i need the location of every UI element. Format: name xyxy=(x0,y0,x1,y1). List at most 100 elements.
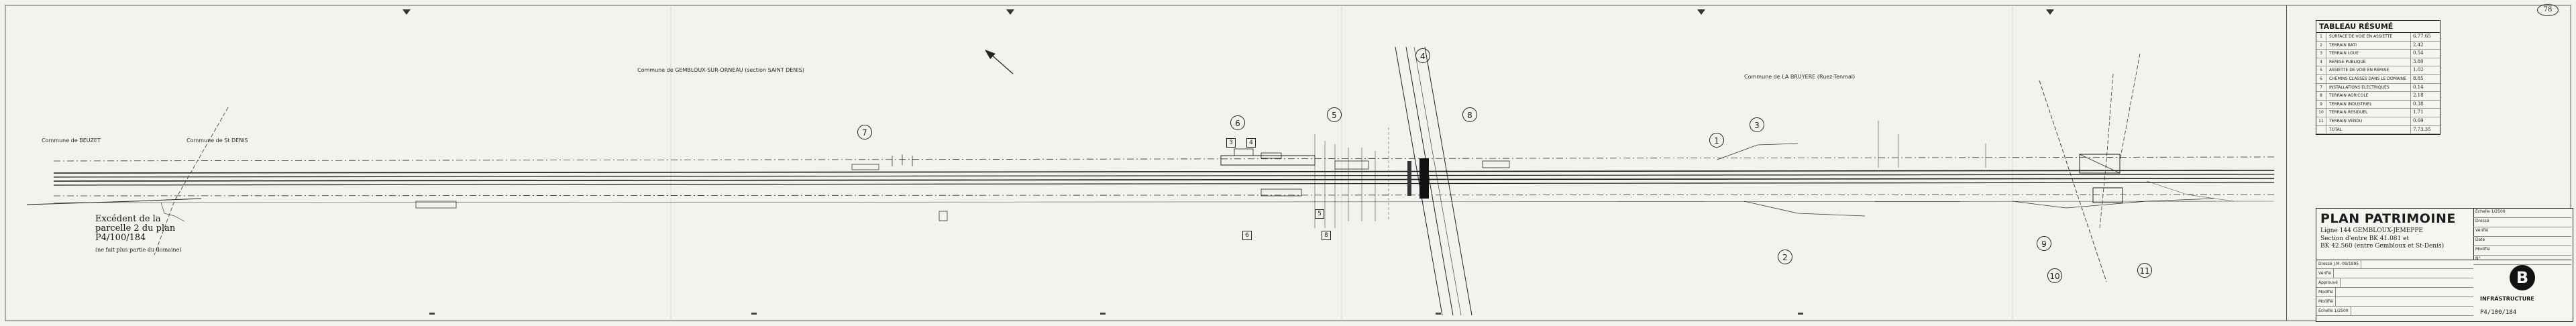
summary-cell-n: 11 xyxy=(2316,117,2326,125)
summary-cell-name: TERRAIN RESIDUEL xyxy=(2329,110,2368,115)
summary-cell-n: 5 xyxy=(2316,66,2326,74)
summary-row: TOTAL 7.73.35 xyxy=(2316,125,2440,135)
summary-cell-n: 1 xyxy=(2316,33,2326,41)
summary-cell-name: REMISE PUBLIQUE xyxy=(2329,59,2366,64)
title-block-main: PLAN PATRIMOINE Ligne 144 GEMBLOUX-JEMEP… xyxy=(2316,209,2474,260)
summary-cell-val: 7.73.35 xyxy=(2410,125,2440,134)
title-block-row-text: Vérifié xyxy=(2316,269,2334,278)
title-grid-cell: Vérifié xyxy=(2473,227,2571,237)
summary-cell-n: 9 xyxy=(2316,100,2326,109)
plan-line-label: Ligne xyxy=(2320,227,2338,234)
summary-cell-name: TERRAIN AGRICOLE xyxy=(2329,93,2369,99)
summary-cell-n: 6 xyxy=(2316,74,2326,83)
summary-cell-n: 8 xyxy=(2316,92,2326,100)
title-block-row-text: Approuvé xyxy=(2316,278,2341,287)
sheet-number: 78 xyxy=(2537,4,2559,16)
square-label-8: 8 xyxy=(1322,231,1331,240)
excedent-subnote: (ne fait plus partie du domaine) xyxy=(95,247,182,253)
summary-cell-val: 1.71 xyxy=(2410,109,2440,117)
summary-cell-name: CHEMINS CLASSES DANS LE DOMAINE xyxy=(2329,76,2407,81)
commune-la-bruyere-label: Commune de LA BRUYERE (Ruez-Tenmal) xyxy=(1744,74,1856,80)
square-label-4: 4 xyxy=(1246,138,1256,148)
title-block-row: Échelle 1/2500 xyxy=(2316,307,2473,316)
summary-cell-n: 10 xyxy=(2316,109,2326,117)
callout-1: 1 xyxy=(1709,133,1724,148)
infrabel-logo-block: B INFRASTRUCTURE P4/100/184 xyxy=(2475,262,2571,320)
summary-cell-name: TERRAIN BATI xyxy=(2329,42,2357,48)
title-block-row-text: Échelle 1/2500 xyxy=(2316,307,2351,315)
summary-cell-val: 3.80 xyxy=(2410,58,2440,66)
summary-cell-n xyxy=(2316,125,2326,134)
title-block-row: Approuvé xyxy=(2316,278,2473,288)
infrabel-logo-icon: B xyxy=(2510,265,2535,290)
title-block-row: Vérifié xyxy=(2316,269,2473,278)
summary-cell-n: 7 xyxy=(2316,83,2326,92)
commune-gembloux-label: Commune de GEMBLOUX-SUR-ORNEAU (section … xyxy=(637,67,804,73)
summary-cell-val: 0.14 xyxy=(2410,83,2440,92)
square-label-5: 5 xyxy=(1315,209,1324,219)
square-label-3: 3 xyxy=(1226,138,1236,148)
callout-3: 3 xyxy=(1750,117,1764,132)
title-block-row-text: Dressé J.M. 09/1995 xyxy=(2316,260,2362,268)
commune-saint-denis-label: Commune de St DENIS xyxy=(186,138,248,144)
plan-line-value: 144 GEMBLOUX-JEMEPPE xyxy=(2339,227,2423,234)
plan-title: PLAN PATRIMOINE xyxy=(2320,211,2456,226)
excedent-note: Excédent de la parcelle 2 du plan P4/100… xyxy=(95,214,176,243)
summary-cell-name: TERRAIN INDUSTRIEL xyxy=(2329,101,2372,107)
callout-9: 9 xyxy=(2037,236,2051,251)
plan-line: Ligne 144 GEMBLOUX-JEMEPPE xyxy=(2316,226,2473,235)
title-block: PLAN PATRIMOINE Ligne 144 GEMBLOUX-JEMEP… xyxy=(2316,208,2573,322)
callout-10: 10 xyxy=(2047,268,2062,283)
summary-cell-n: 4 xyxy=(2316,58,2326,66)
summary-cell-name: TERRAIN VENDU xyxy=(2329,118,2363,123)
summary-cell-n: 2 xyxy=(2316,41,2326,50)
title-grid-cell: N° xyxy=(2473,256,2571,265)
title-block-row-text: Modifié xyxy=(2316,297,2336,306)
title-grid-cell: Date xyxy=(2473,237,2571,246)
square-label-6: 6 xyxy=(1242,231,1252,240)
commune-beuzet-label: Commune de BEUZET xyxy=(42,138,101,144)
title-grid-cell: Échelle 1/2500 xyxy=(2473,209,2571,218)
summary-cell-val: 2.42 xyxy=(2410,41,2440,50)
title-block-row: Modifié xyxy=(2316,297,2473,307)
summary-cell-val: 6.77.65 xyxy=(2410,33,2440,41)
infrastructure-label: INFRASTRUCTURE xyxy=(2480,296,2534,302)
title-block-row-text: Modifié xyxy=(2316,288,2336,296)
title-block-row: Dressé J.M. 09/1995 xyxy=(2316,260,2473,269)
summary-cell-val: 1.02 xyxy=(2410,66,2440,74)
callout-6: 6 xyxy=(1230,115,1245,130)
summary-cell-val: 0.54 xyxy=(2410,50,2440,58)
summary-cell-val: 0.69 xyxy=(2410,117,2440,125)
summary-cell-name: SURFACE DE VOIE EN ASSIETTE xyxy=(2329,34,2393,39)
summary-cell-name: TERRAIN LOUE xyxy=(2329,51,2359,56)
callout-5: 5 xyxy=(1327,107,1342,122)
title-grid-cell: Modifié xyxy=(2473,246,2571,256)
plan-section-line-1: Section d'entre BK 41.081 et xyxy=(2320,235,2410,242)
summary-cell-val: 0.38 xyxy=(2410,100,2440,109)
callout-11: 11 xyxy=(2137,263,2152,278)
summary-cell-name: TOTAL xyxy=(2329,127,2343,132)
callout-7: 7 xyxy=(857,125,872,140)
summary-cell-val: 2.18 xyxy=(2410,92,2440,100)
summary-cell-n: 3 xyxy=(2316,50,2326,58)
summary-cell-name: INSTALLATIONS ELECTRIQUES xyxy=(2329,85,2390,90)
callout-2: 2 xyxy=(1778,250,1792,264)
title-block-row: Modifié xyxy=(2316,288,2473,297)
callout-8: 8 xyxy=(1462,107,1477,122)
